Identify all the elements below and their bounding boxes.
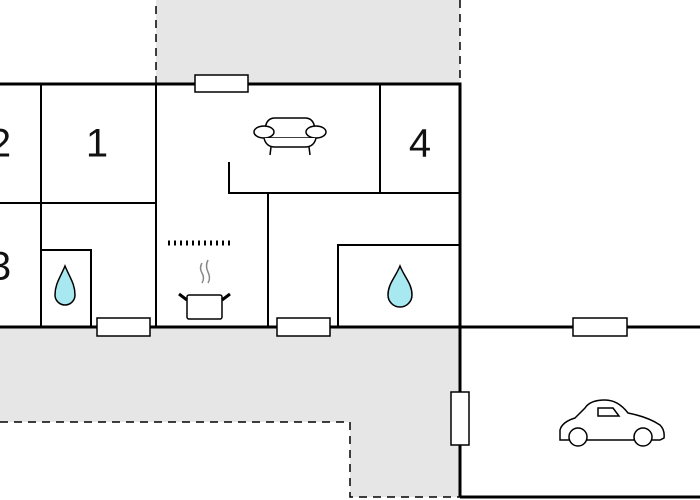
water-drop-icon [54,264,76,306]
window-icon [450,391,470,446]
sofa-icon [253,117,327,156]
terrace-top-outline [155,0,461,84]
window-icon [194,74,249,93]
room-label-4: 4 [409,122,431,166]
room-label-1: 1 [86,122,108,166]
inner-walls [0,84,460,327]
car-icon [559,399,665,447]
room-label-3: 3 [0,245,11,289]
terrace-top [156,0,460,84]
terrace-bottom [0,327,460,497]
window-icon [572,317,628,337]
water-drop-icon [387,264,413,308]
window-icon [96,317,151,337]
window-icon [276,317,331,337]
room-label-2: 2 [0,122,11,166]
terrace-bottom-outline [0,421,460,498]
cooking-pot-icon [178,259,231,320]
